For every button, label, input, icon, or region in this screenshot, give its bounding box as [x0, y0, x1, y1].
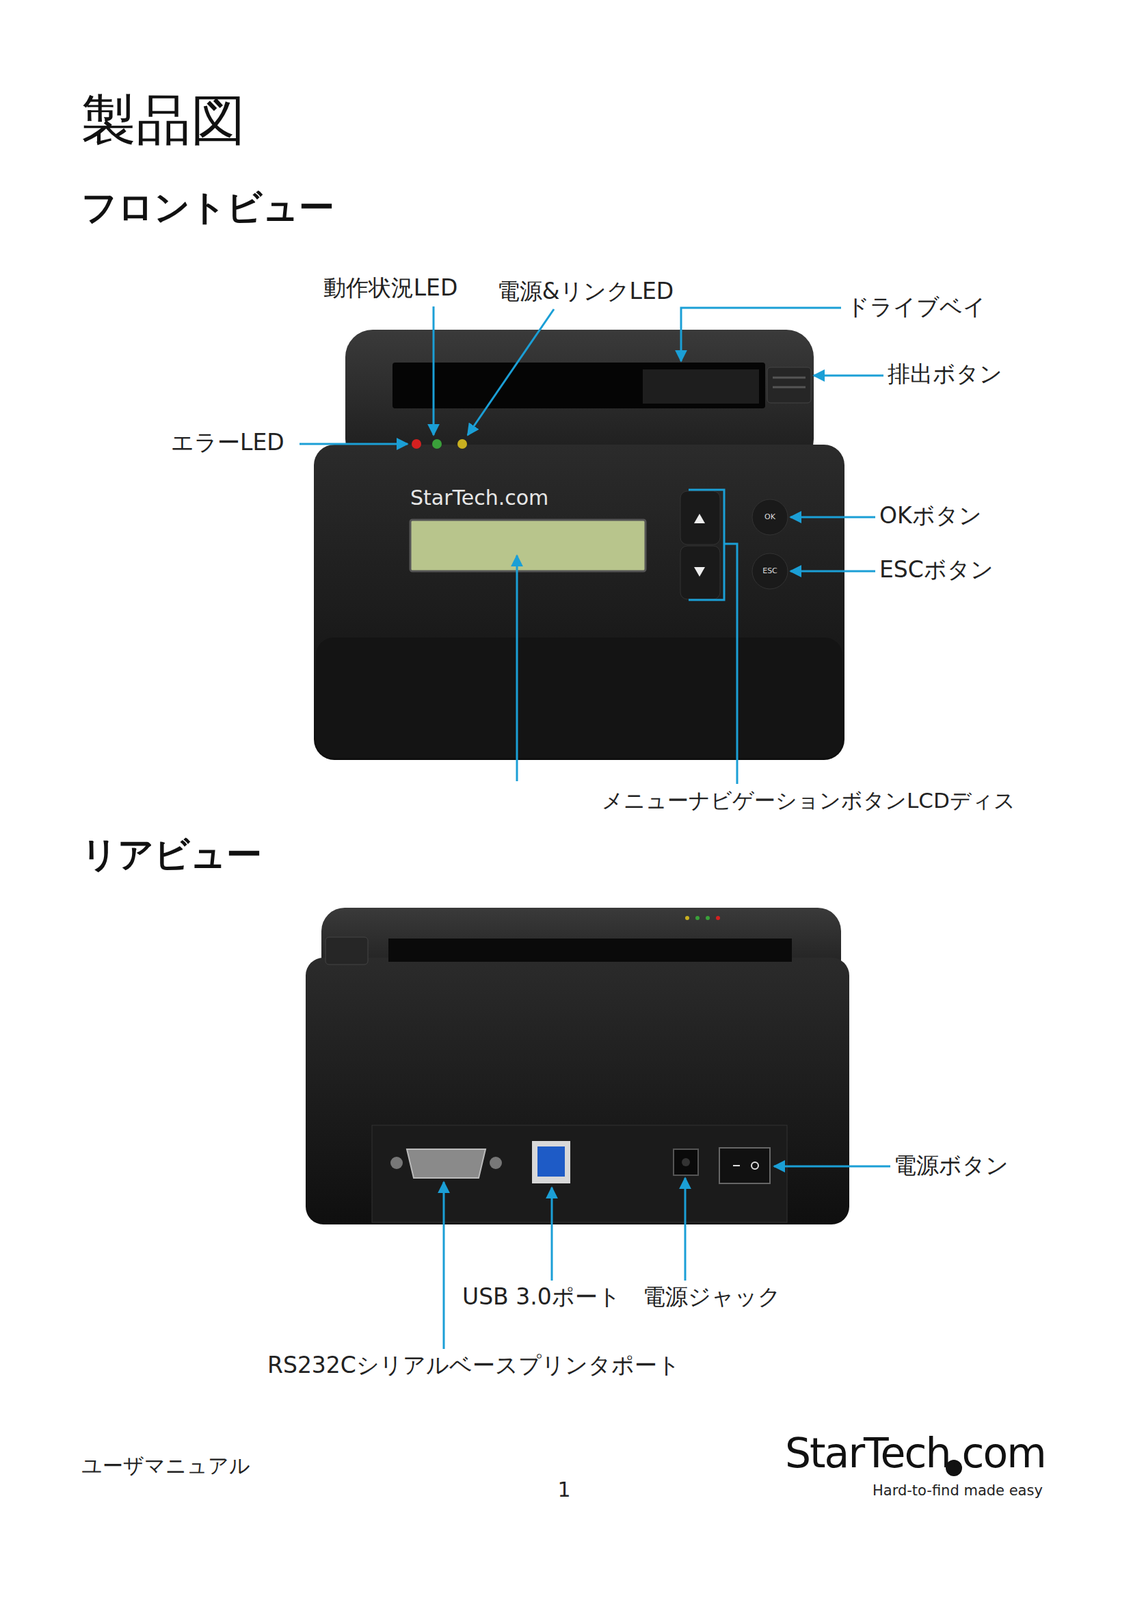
callout-label: 動作状況LED — [323, 274, 459, 302]
drive-bay-door — [642, 369, 760, 404]
callout-label: 排出ボタン — [887, 360, 1003, 388]
callout-label: RS232Cシリアルベースプリンタポート — [267, 1351, 681, 1379]
button-text: OK — [764, 512, 776, 522]
leader-line — [790, 516, 876, 519]
logo-tagline: Hard-to-find made easy — [872, 1481, 1043, 1499]
leader-line — [516, 555, 519, 781]
leader-lines — [443, 1165, 891, 1349]
esc-button — [752, 553, 788, 589]
rear-dock — [305, 907, 850, 1224]
callout-label: エラーLED — [170, 428, 285, 457]
callout-label: ESCボタン — [879, 555, 994, 584]
callout-label: メニューナビゲーションボタンLCDディス — [601, 787, 1016, 814]
leader-line — [813, 374, 884, 377]
power-jack-pin — [681, 1157, 690, 1166]
leader-line — [467, 309, 554, 435]
leader-line — [774, 1165, 891, 1168]
drive-bay-slot — [392, 362, 766, 409]
usb-port-insert — [537, 1146, 565, 1177]
eject-ridge — [772, 386, 806, 389]
section-heading: リアビュー — [81, 832, 262, 876]
dock-base — [315, 637, 843, 758]
eject-button — [325, 936, 368, 965]
leader-line — [299, 443, 408, 446]
led — [685, 915, 690, 920]
led — [695, 915, 700, 920]
usb-port — [531, 1140, 571, 1183]
dock-body — [305, 957, 850, 1224]
down-triangle — [694, 566, 705, 577]
eject-button — [767, 367, 811, 403]
nav-down-button — [680, 545, 721, 600]
dock-body — [313, 444, 845, 760]
eject-ridge — [772, 376, 806, 379]
leader-line — [432, 306, 435, 435]
status-led — [432, 438, 442, 449]
callout-label: 電源ボタン — [893, 1151, 1009, 1179]
leader-line — [443, 1181, 446, 1349]
led — [715, 915, 721, 920]
leader-line — [684, 1177, 687, 1281]
leader-line — [681, 307, 842, 362]
callout-label: ドライブベイ — [846, 293, 987, 321]
led — [705, 915, 710, 920]
nav-up-button — [680, 490, 721, 545]
callout-label: OKボタン — [879, 501, 982, 530]
callout-label: USB 3.0ポート — [462, 1282, 621, 1311]
page-title: 製品図 — [81, 87, 246, 154]
rear-panel — [371, 1124, 788, 1222]
power-jack — [673, 1148, 699, 1175]
ok-button — [752, 499, 788, 535]
footer-logo: StarTech.com — [784, 1427, 1046, 1478]
leader-line — [790, 570, 876, 573]
lcd-display — [410, 519, 646, 571]
nav-bracket — [688, 489, 725, 600]
callout-label: 電源&リンクLED — [497, 277, 674, 305]
db9-screw — [390, 1156, 403, 1169]
switch-mark — [733, 1164, 740, 1166]
section-heading: フロントビュー — [81, 185, 335, 229]
leader-line — [551, 1187, 554, 1281]
switch-mark — [751, 1161, 759, 1169]
footer-text: ユーザマニュアル — [81, 1453, 251, 1478]
device-logo: StarTech.com — [410, 485, 549, 511]
front-dock — [313, 329, 845, 760]
leader-lines — [299, 306, 884, 784]
page-number: 1 — [557, 1477, 571, 1502]
error-led — [411, 438, 422, 449]
callout-label: 電源ジャック — [642, 1282, 781, 1311]
db9-connector — [406, 1148, 486, 1178]
db9-screw — [489, 1156, 502, 1169]
button-text: ESC — [762, 566, 778, 576]
drive-bay-slot — [388, 938, 792, 962]
power-link-led — [457, 438, 468, 449]
power-switch — [719, 1147, 770, 1183]
up-triangle — [694, 513, 705, 524]
leader-line — [724, 543, 738, 784]
